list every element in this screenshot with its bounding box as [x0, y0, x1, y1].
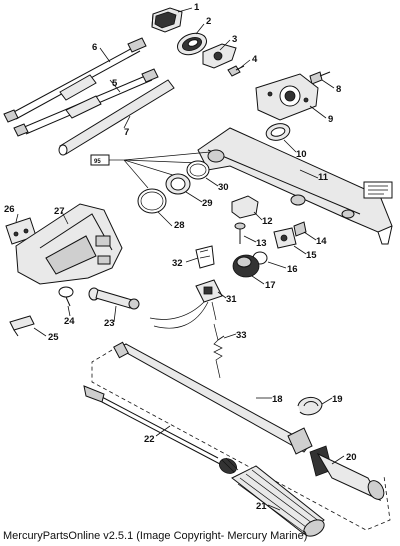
assembly-outline [91, 349, 391, 531]
part-17-knob [232, 254, 260, 278]
callout-28: 28 [174, 220, 185, 231]
part-12-bracket [231, 195, 259, 219]
part-9-cover [255, 73, 319, 121]
callout-labels: 1 2 3 4 5 6 7 8 9 10 11 12 13 14 15 16 1… [4, 2, 357, 512]
part-14-screw [293, 221, 307, 237]
part-2-bushing [176, 32, 208, 56]
callout-10: 10 [296, 149, 307, 160]
callout-6: 6 [92, 42, 97, 53]
callout-18: 18 [272, 394, 283, 405]
callout-31: 31 [226, 294, 237, 305]
part-15-clip [273, 227, 297, 249]
callout-8: 8 [336, 84, 341, 95]
callout-26: 26 [4, 204, 15, 215]
callout-14: 14 [316, 236, 327, 247]
part-25-clip [9, 315, 35, 337]
part-29-ring [165, 173, 191, 195]
callout-24: 24 [64, 316, 75, 327]
callout-9: 9 [328, 114, 333, 125]
part-30-ring [186, 160, 210, 180]
callout-13: 13 [256, 238, 267, 249]
part-4-screw [227, 65, 245, 77]
part-27-bracket [15, 203, 123, 285]
callout-17: 17 [265, 280, 276, 291]
tag-95-label: 95 [94, 159, 101, 165]
part-5-cable [13, 68, 159, 137]
callout-7: 7 [124, 127, 129, 138]
callout-1: 1 [194, 2, 200, 13]
callout-29: 29 [202, 198, 213, 209]
callout-22: 22 [144, 434, 155, 445]
part-3-plate [202, 43, 237, 69]
callout-33: 33 [236, 330, 247, 341]
callout-15: 15 [306, 250, 317, 261]
callout-20: 20 [346, 452, 357, 463]
callout-23: 23 [104, 318, 115, 329]
callout-30: 30 [218, 182, 229, 193]
part-1-bracket [151, 7, 183, 33]
part-33-lanyard [213, 323, 225, 379]
part-10-ring [265, 123, 291, 141]
callout-2: 2 [206, 16, 211, 27]
leader-lines [15, 7, 345, 511]
tag-95-marker: 95 [90, 151, 211, 189]
part-22-rod [83, 385, 239, 474]
callout-19: 19 [332, 394, 343, 405]
part-7-rod [58, 79, 175, 156]
part-19-clip [297, 397, 323, 416]
part-20-grip [309, 445, 385, 502]
callout-16: 16 [287, 264, 298, 275]
callout-12: 12 [262, 216, 273, 227]
callout-11: 11 [318, 172, 329, 183]
callout-4: 4 [252, 54, 258, 65]
part-32-clip [195, 245, 215, 269]
part-8-screw [309, 71, 331, 85]
callout-5: 5 [112, 78, 118, 89]
part-13-bolt [234, 222, 246, 244]
part-31-switch [149, 279, 223, 329]
part-21-grip [231, 465, 325, 537]
part-23-bolt [88, 287, 140, 310]
part-28-ring [137, 188, 167, 214]
copyright-caption: MercuryPartsOnline v2.5.1 (Image Copyrig… [3, 530, 308, 542]
callout-25: 25 [48, 332, 59, 343]
callout-27: 27 [54, 206, 65, 217]
part-24-bolt [58, 286, 74, 307]
callout-21: 21 [256, 501, 267, 512]
callout-32: 32 [172, 258, 183, 269]
part-6-cable [3, 37, 147, 123]
part-11-tiller-handle [197, 127, 393, 245]
callout-3: 3 [232, 34, 237, 45]
part-18-shaft [113, 341, 313, 455]
